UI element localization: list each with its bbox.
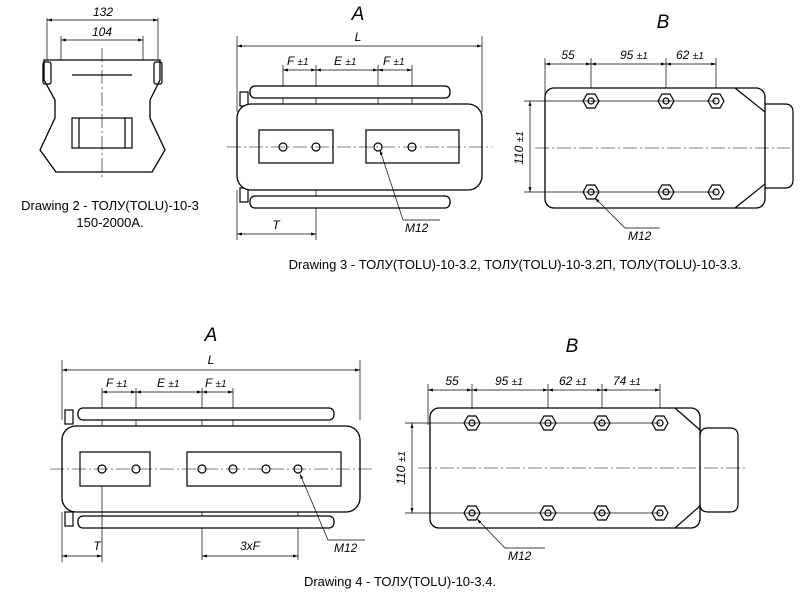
- leader-m12: [594, 197, 626, 229]
- terminal-block-left: [258, 129, 334, 164]
- view-a-label: A: [204, 325, 218, 346]
- drawing-4-view-a: A L F ±1 E ±1 F ±1: [50, 325, 496, 589]
- leader-m12: [379, 149, 404, 221]
- bolt: [539, 505, 557, 521]
- bolts: [582, 93, 725, 200]
- bolt: [593, 505, 611, 521]
- bolt: [582, 184, 600, 200]
- bolt: [582, 93, 600, 109]
- dim-F-label: F ±1: [205, 376, 227, 390]
- drawing-2-caption-line2: 150-2000А.: [76, 215, 143, 230]
- bolt: [657, 184, 675, 200]
- dim-55-label: 55: [561, 48, 575, 62]
- clamp-left-bottom: [239, 187, 249, 203]
- dim-T-label: T: [93, 539, 102, 553]
- dim-104-label: 104: [92, 25, 112, 39]
- dim-74-label: 74 ±1: [613, 374, 641, 388]
- dim-F-label: F ±1: [106, 376, 128, 390]
- drawing-4-view-b: B 55 95 ±1 62 ±1 74 ±1 110 ±1: [394, 336, 745, 563]
- mount-bracket-right: [153, 61, 163, 85]
- dim-110-label: 110 ±1: [394, 451, 408, 485]
- dim-62-label: 62 ±1: [676, 48, 704, 62]
- dim-110-label: 110 ±1: [512, 131, 526, 165]
- bolt: [651, 505, 669, 521]
- dim-F-label: F ±1: [287, 54, 309, 68]
- bolt: [657, 93, 675, 109]
- body-back-bottom: [77, 515, 335, 529]
- dim-L-label: L: [208, 353, 215, 367]
- clamp-left-bottom: [64, 511, 74, 527]
- drawing-3-view-b: B 55 95 ±1 62 ±1 110 ±1 M12: [512, 12, 794, 243]
- thread-label: M12: [508, 549, 532, 563]
- chamfer: [674, 407, 701, 431]
- dim-L-label: L: [355, 30, 362, 44]
- body-back-bottom: [249, 195, 451, 209]
- dim-55-label: 55: [445, 374, 459, 388]
- dim-132-label: 132: [93, 5, 113, 19]
- drawing-3-caption: Drawing 3 - ТОЛУ(TOLU)-10-3.2, ТОЛУ(TOLU…: [289, 257, 742, 272]
- terminal-block-right: [365, 129, 460, 164]
- bolt: [707, 184, 725, 200]
- chamfer: [674, 505, 701, 529]
- drawing-4-caption: Drawing 4 - ТОЛУ(TOLU)-10-3.4.: [304, 574, 496, 589]
- thread-label: M12: [334, 541, 358, 555]
- bolts: [463, 415, 669, 521]
- dim-T-label: T: [272, 218, 281, 232]
- bolt: [463, 415, 481, 431]
- drawing-3-view-a: A L F ±1 E ±1 F ±1 T: [227, 4, 741, 272]
- transformer-side-view: [39, 59, 166, 173]
- bolt: [593, 415, 611, 431]
- drawing-2: 132 104 Drawing 2 - ТОЛУ(TOLU)-10-3 150-…: [21, 5, 199, 230]
- leader-m12: [299, 473, 329, 541]
- chamfer: [734, 87, 766, 113]
- clamp-left-top: [239, 91, 249, 107]
- dim-95-label: 95 ±1: [495, 374, 523, 388]
- bolt: [707, 93, 725, 109]
- bolt: [463, 505, 481, 521]
- body-back-top: [77, 407, 335, 421]
- handle: [699, 427, 739, 513]
- dim-3xF-label: 3xF: [240, 539, 261, 553]
- mount-bracket-left: [42, 61, 52, 85]
- dim-F-label: F ±1: [383, 54, 405, 68]
- leader-m12: [476, 518, 506, 549]
- clamp-left-top: [64, 409, 74, 425]
- body-back-top: [249, 85, 451, 99]
- dim-E-label: E ±1: [157, 376, 179, 390]
- thread-label: M12: [628, 229, 652, 243]
- dim-62-label: 62 ±1: [559, 374, 587, 388]
- dim-E-label: E ±1: [334, 54, 356, 68]
- thread-label: M12: [405, 221, 429, 235]
- view-b-label: B: [566, 336, 579, 357]
- drawing-2-caption-line1: Drawing 2 - ТОЛУ(TOLU)-10-3: [21, 198, 199, 213]
- dim-95-label: 95 ±1: [620, 48, 648, 62]
- view-b-label: B: [657, 12, 670, 33]
- chamfer: [734, 183, 766, 209]
- bolt: [539, 415, 557, 431]
- view-a-label: A: [351, 4, 365, 25]
- bolt: [651, 415, 669, 431]
